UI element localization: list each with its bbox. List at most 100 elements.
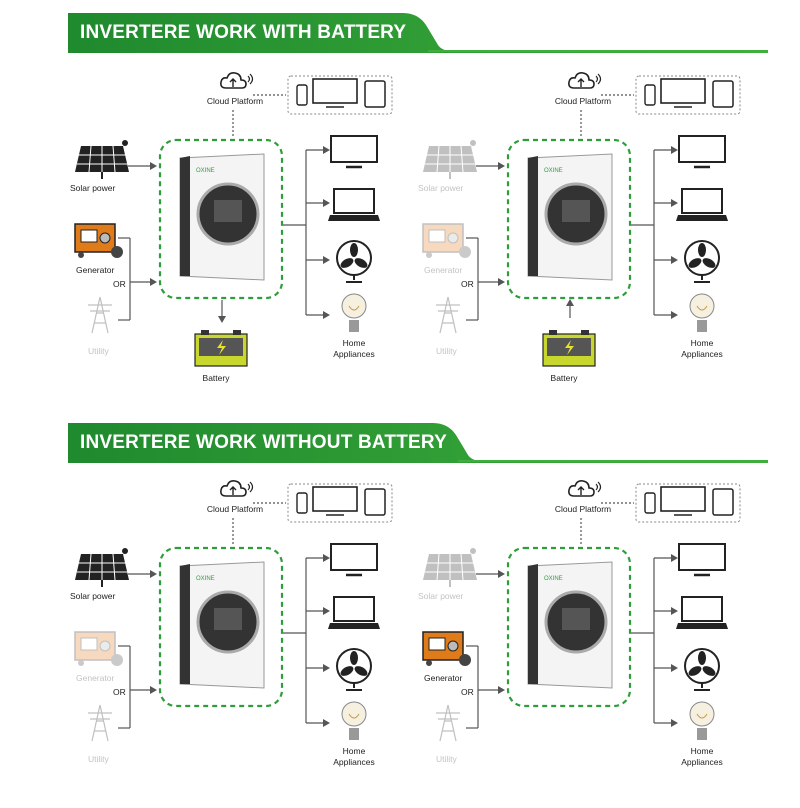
inverter-icon: OXINE (179, 561, 265, 689)
home-appliances-label-line2: Appliances (681, 349, 723, 359)
utility-label: Utility (88, 754, 109, 764)
connector-lines (118, 75, 393, 321)
solar-source (73, 546, 133, 588)
or-label: OR (461, 279, 474, 289)
flow-diagram-panel-p4: Cloud Platform Solar power (416, 478, 766, 808)
battery-arrow (218, 300, 226, 323)
tablet-icon (364, 488, 386, 516)
bulb-icon (341, 293, 367, 332)
section-banner-with-battery: INVERTERE WORK WITH BATTERY (68, 13, 768, 53)
generator-icon (422, 631, 471, 666)
section-banner-without-battery: INVERTERE WORK WITHOUT BATTERY (68, 423, 768, 463)
monitor-icon (312, 486, 358, 516)
battery-label: Battery (202, 373, 230, 383)
bulb-icon (689, 293, 715, 332)
utility-label: Utility (436, 346, 457, 356)
fan-icon (684, 648, 720, 691)
solar-source (421, 138, 481, 180)
home-appliances-label-line1: Home (690, 746, 714, 756)
generator-label: Generator (424, 265, 463, 275)
tv-icon (678, 543, 726, 577)
tablet-icon (712, 80, 734, 108)
home-appliances-label-line1: Home (342, 338, 366, 348)
laptop-icon (676, 188, 728, 221)
section-title: INVERTERE WORK WITHOUT BATTERY (80, 432, 447, 453)
utility-label: Utility (436, 754, 457, 764)
generator-source (421, 220, 473, 260)
monitor-icon (660, 78, 706, 108)
cloud-label: Cloud Platform (554, 96, 612, 106)
fan-icon (336, 648, 372, 691)
connector-lines (466, 483, 741, 729)
generator-icon (422, 223, 471, 258)
utility-label: Utility (88, 346, 109, 356)
or-label: OR (461, 687, 474, 697)
connector-lines (466, 75, 741, 321)
generator-source (421, 628, 473, 668)
flow-diagram-panel-p2: Cloud Platform Solar power (416, 70, 766, 400)
solar-panel-icon (423, 140, 477, 179)
solar-label: Solar power (70, 183, 116, 193)
utility-source (86, 295, 114, 335)
generator-label: Generator (76, 673, 115, 683)
tv-icon (678, 135, 726, 169)
utility-tower-icon (436, 704, 460, 742)
generator-source (73, 220, 125, 260)
section-title: INVERTERE WORK WITH BATTERY (80, 22, 407, 43)
monitor-icon (660, 486, 706, 516)
bulb-icon (341, 701, 367, 740)
cloud-wifi-icon (220, 480, 254, 497)
inverter-icon: OXINE (527, 153, 613, 281)
brand-logo: OXINE (196, 168, 215, 174)
brand-logo: OXINE (196, 576, 215, 582)
home-appliances-label-line2: Appliances (333, 757, 375, 767)
inverter-icon: OXINE (527, 561, 613, 689)
utility-tower-icon (88, 704, 112, 742)
monitor-icon (312, 78, 358, 108)
tv-icon (330, 543, 378, 577)
banner-shape (68, 13, 768, 53)
bulb-icon (689, 701, 715, 740)
laptop-icon (328, 596, 380, 629)
generator-label: Generator (424, 673, 463, 683)
utility-tower-icon (436, 296, 460, 334)
solar-panel-icon (75, 548, 129, 587)
phone-icon (296, 84, 308, 106)
phone-icon (644, 492, 656, 514)
phone-icon (644, 84, 656, 106)
solar-source (421, 546, 481, 588)
battery-arrow (566, 299, 574, 318)
battery-label: Battery (550, 373, 578, 383)
or-label: OR (113, 687, 126, 697)
or-label: OR (113, 279, 126, 289)
tablet-icon (364, 80, 386, 108)
cloud-wifi-icon (568, 480, 602, 497)
cloud-label: Cloud Platform (206, 96, 264, 106)
utility-tower-icon (88, 296, 112, 334)
solar-label: Solar power (418, 591, 464, 601)
tv-icon (330, 135, 378, 169)
home-appliances-label-line2: Appliances (681, 757, 723, 767)
flow-diagram-panel-p1: Cloud Platform Solar power (68, 70, 418, 400)
cloud-label: Cloud Platform (206, 504, 264, 514)
generator-icon (74, 223, 123, 258)
cloud-wifi-icon (568, 72, 602, 89)
battery-icon (194, 330, 248, 367)
fan-icon (684, 240, 720, 283)
brand-logo: OXINE (544, 168, 563, 174)
flow-diagram-panel-p3: Cloud Platform Solar power (68, 478, 418, 808)
solar-panel-icon (75, 140, 129, 179)
banner-shape (68, 423, 768, 463)
generator-label: Generator (76, 265, 115, 275)
home-appliances-label-line1: Home (342, 746, 366, 756)
home-appliances-label-line1: Home (690, 338, 714, 348)
generator-source (73, 628, 125, 668)
utility-source (434, 703, 462, 743)
cloud-wifi-icon (220, 72, 254, 89)
brand-logo: OXINE (544, 576, 563, 582)
utility-source (434, 295, 462, 335)
connector-lines (118, 483, 393, 729)
solar-label: Solar power (70, 591, 116, 601)
utility-source (86, 703, 114, 743)
battery-icon (542, 330, 596, 367)
